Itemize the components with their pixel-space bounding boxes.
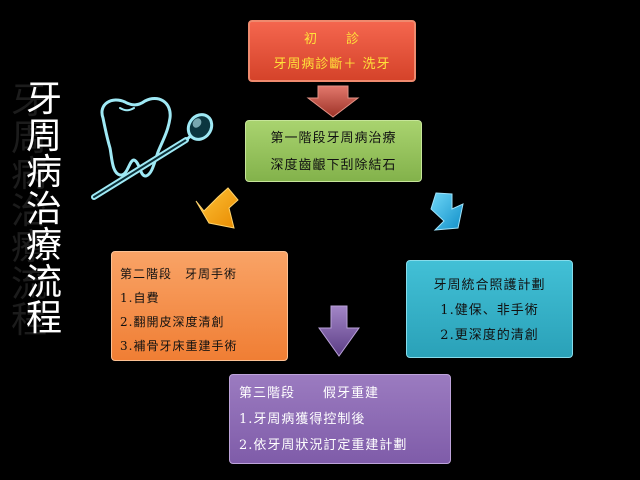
arrow-to-stage3 — [318, 305, 360, 357]
stage3-item: 2.依牙周狀況訂定重建計劃 — [239, 438, 408, 453]
stage2-box: 第二階段 牙周手術 1.自費 2.翻開皮深度清創 3.補骨牙床重建手術 — [111, 251, 288, 361]
arrow-to-stage2 — [195, 187, 239, 229]
stage3-box: 第三階段 假牙重建 1.牙周病獲得控制後 2.依牙周狀況訂定重建計劃 — [229, 374, 451, 464]
tooth-icon — [100, 96, 172, 178]
stage2-item: 2.翻開皮深度清創 — [120, 315, 225, 329]
care-plan-item: 2.更深度的清創 — [440, 328, 539, 343]
care-plan-item: 1.健保、非手術 — [440, 303, 539, 318]
stage1-title: 第一階段牙周病治療 — [270, 131, 397, 146]
care-plan-title: 牙周統合照護計劃 — [433, 278, 546, 293]
stage2-item: 1.自費 — [120, 291, 160, 305]
arrow-to-care — [430, 192, 464, 231]
stage2-title: 第二階段 牙周手術 — [120, 267, 238, 281]
title-char: 病 — [25, 152, 62, 193]
title-char: 周 — [25, 115, 62, 157]
arrow-down-to-stage1 — [306, 85, 360, 118]
initial-visit-title: 初 診 — [303, 32, 360, 47]
care-plan-box: 牙周統合照護計劃 1.健保、非手術 2.更深度的清創 — [406, 260, 573, 358]
title-char: 流 — [25, 261, 62, 303]
dental-mirror-icon — [91, 113, 214, 200]
stage1-desc: 深度齒齦下刮除結石 — [270, 158, 397, 173]
stage3-title: 第三階段 假牙重建 — [239, 386, 380, 401]
initial-visit-box: 初 診 牙周病診斷＋ 洗牙 — [248, 20, 416, 82]
page-title: 牙 周 病 治 療 流 程 — [22, 79, 66, 339]
title-char: 療 — [25, 225, 62, 266]
title-char: 治 — [25, 188, 62, 230]
stage3-item: 1.牙周病獲得控制後 — [239, 412, 366, 427]
initial-visit-desc: 牙周病診斷＋ 洗牙 — [273, 57, 391, 72]
title-char: 程 — [25, 298, 62, 339]
stage2-item: 3.補骨牙床重建手術 — [120, 339, 238, 353]
title-reflection: 牙 周 病 治 療 流 程 — [10, 81, 47, 341]
stage1-box: 第一階段牙周病治療 深度齒齦下刮除結石 — [245, 120, 422, 182]
title-char: 牙 — [25, 79, 62, 120]
